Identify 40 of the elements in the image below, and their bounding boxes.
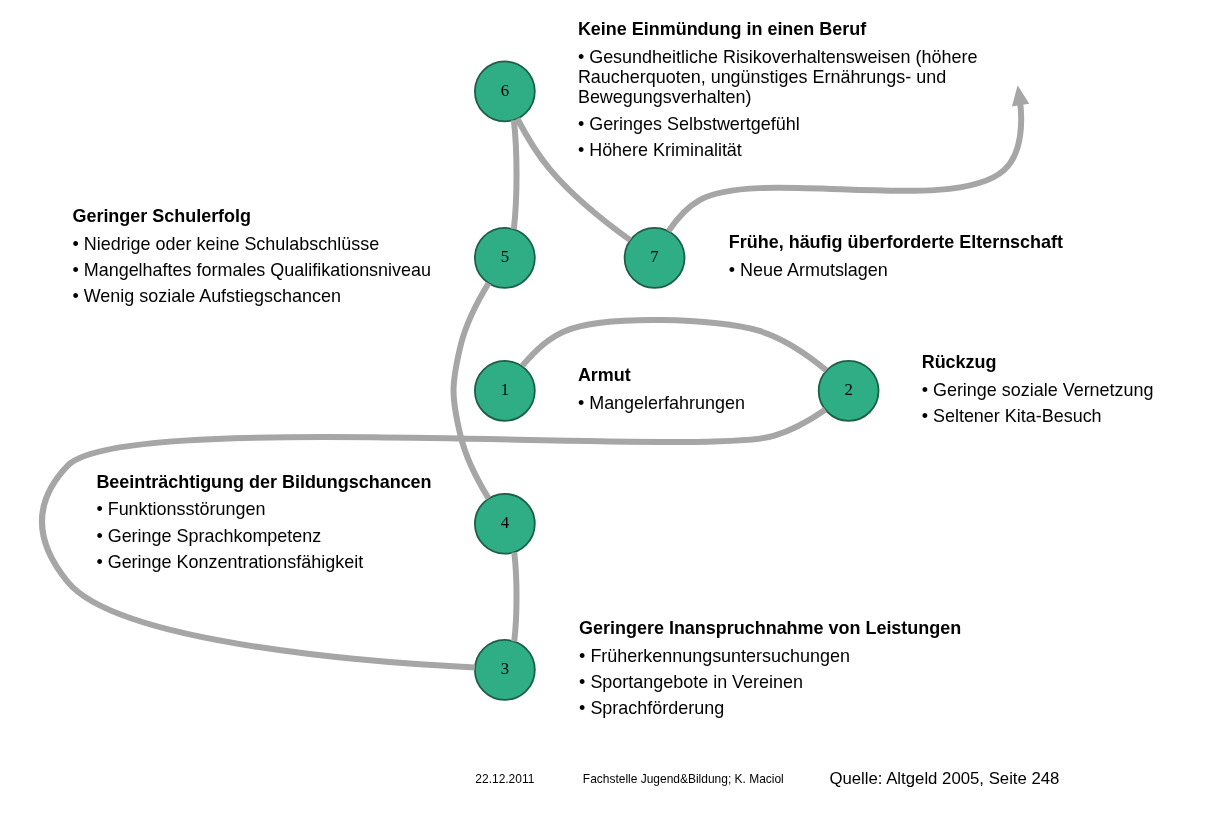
node-label: • Sportangebote in Vereinen xyxy=(578,671,803,692)
connector xyxy=(514,117,632,243)
node-circle: 3 xyxy=(473,639,536,701)
node-label: Beeinträchtigung der Bildungschancen xyxy=(95,471,432,492)
node-label: • Geringe Konzentrationsfähigkeit xyxy=(95,552,363,573)
node-label: Rückzug xyxy=(921,352,996,373)
node-label: Keine Einmündung in einen Beruf xyxy=(577,19,866,40)
connector xyxy=(510,552,519,642)
node-circle: 7 xyxy=(623,227,685,289)
node-label: • Mangelhaftes formales Qualifikationsniveau xyxy=(71,259,431,280)
node-label: • Seltener Kita-Besuch xyxy=(921,405,1102,426)
node-label: • Sprachförderung xyxy=(578,698,724,719)
connector xyxy=(519,317,828,373)
node-label: • Geringe Sprachkompetenz xyxy=(95,525,321,546)
connector xyxy=(510,119,519,230)
node-label: • Höhere Kriminalität xyxy=(577,140,742,161)
node-label: • Geringes Selbstwertgefühl xyxy=(577,113,800,134)
label: Quelle: Altgeld 2005, Seite 248 xyxy=(828,768,1059,788)
node-label: • Neue Armutslagen xyxy=(728,259,888,280)
node-label: • Geringe soziale Vernetzung xyxy=(921,379,1154,400)
node-label: • Früherkennungsuntersuchungen xyxy=(578,645,850,666)
node-label: • Gesundheitliche Risikoverhaltensweisen (höhere Raucherquoten, ungünstiges Ernährungs- und Bewegungsverhalten) xyxy=(577,46,977,108)
connector xyxy=(38,407,827,671)
node-label: • Mangelerfahrungen xyxy=(577,392,745,413)
node-circle: 1 xyxy=(473,360,536,422)
node-label: • Funktionsstörungen xyxy=(95,499,265,520)
node-circle: 5 xyxy=(473,227,536,289)
node-circle: 2 xyxy=(817,360,879,422)
connector xyxy=(450,281,491,500)
node-label: Frühe, häufig überforderte Elternschaft xyxy=(728,232,1063,253)
node-label: Armut xyxy=(577,365,631,386)
node-label: Geringer Schulerfolg xyxy=(71,205,251,226)
node-label: • Wenig soziale Aufstiegschancen xyxy=(71,286,341,307)
node-label: Geringere Inanspruchnahme von Leistungen xyxy=(578,617,961,638)
node-circle: 4 xyxy=(473,492,536,555)
arrow xyxy=(665,85,1029,233)
label: 22.12.2011 xyxy=(474,771,534,786)
node-label: • Niedrige oder keine Schulabschlüsse xyxy=(71,233,379,254)
node-circle: 6 xyxy=(473,60,536,123)
label: Fachstelle Jugend&Bildung; K. Maciol xyxy=(582,771,784,786)
